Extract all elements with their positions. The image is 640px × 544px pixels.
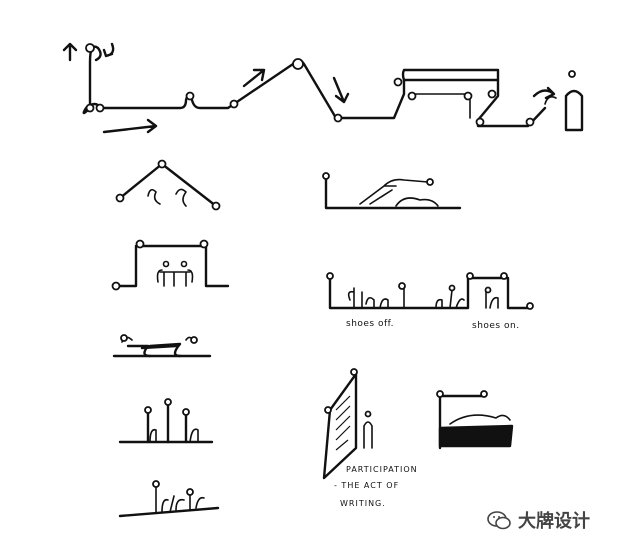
sketch-lounge-chairs — [322, 172, 462, 210]
sketch-room-table — [111, 239, 230, 291]
node-dot — [85, 103, 95, 113]
wechat-bubble-icon — [487, 511, 511, 530]
sketch-writing-wall — [322, 368, 373, 480]
node-dot — [185, 91, 195, 101]
arrow-up-right-icon — [242, 68, 266, 88]
figure-head — [568, 70, 576, 78]
node-dot — [333, 113, 343, 123]
arrow-curve-icon — [532, 86, 556, 100]
node-dot — [463, 91, 473, 101]
shoes-on-label: shoes on. — [472, 321, 520, 331]
participation-label-line1: PARTICIPATION — [346, 465, 418, 474]
sketch-standing-figures — [118, 398, 214, 444]
arrow-down-icon — [332, 76, 350, 104]
top-continuous-line — [82, 43, 584, 132]
sketch-lounge-table — [112, 334, 212, 358]
participation-label-line3: WRITING. — [340, 499, 386, 508]
sketch-tent — [115, 159, 221, 211]
node-dot — [229, 99, 239, 109]
arrow-curve-icon — [102, 42, 115, 58]
node-dot — [292, 58, 304, 70]
node-dot — [475, 117, 485, 127]
node-dot — [525, 117, 535, 127]
arrow-right-icon — [102, 118, 158, 134]
sketch-bed-platform — [436, 390, 514, 450]
arrow-up-icon — [62, 42, 78, 62]
watermark: 大牌设计 — [486, 500, 636, 540]
standing-figure — [564, 89, 584, 132]
node-dot — [393, 77, 403, 87]
node-dot — [407, 91, 417, 101]
direction-arrows — [62, 42, 556, 134]
sketch-shoes-sequence — [326, 272, 534, 310]
watermark-text: 大牌设计 — [518, 511, 590, 532]
node-dot — [487, 89, 497, 99]
node-dot — [95, 103, 105, 113]
sketch-seated-figures — [118, 480, 220, 518]
participation-label-line2: - THE ACT OF — [334, 481, 399, 490]
node-dot — [85, 43, 95, 53]
shoes-off-label: shoes off. — [346, 319, 394, 329]
